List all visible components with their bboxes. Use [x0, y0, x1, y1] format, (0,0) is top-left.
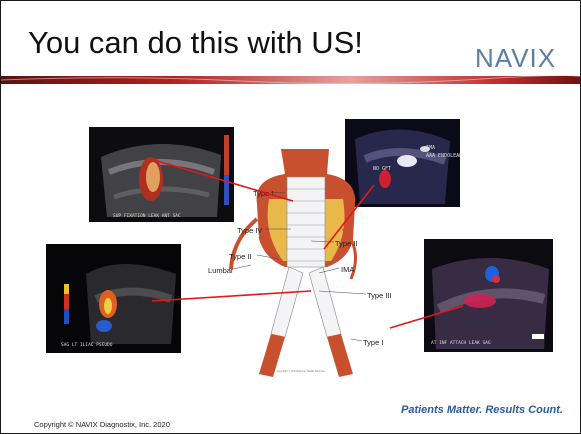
figure-credit: Copyright © 2014 Elsevier Health Science…	[277, 370, 325, 373]
tagline: Patients Matter. Results Count.	[401, 404, 563, 416]
copyright-footer: Copyright © NAVIX Diagnostix, Inc. 2020	[34, 420, 170, 429]
